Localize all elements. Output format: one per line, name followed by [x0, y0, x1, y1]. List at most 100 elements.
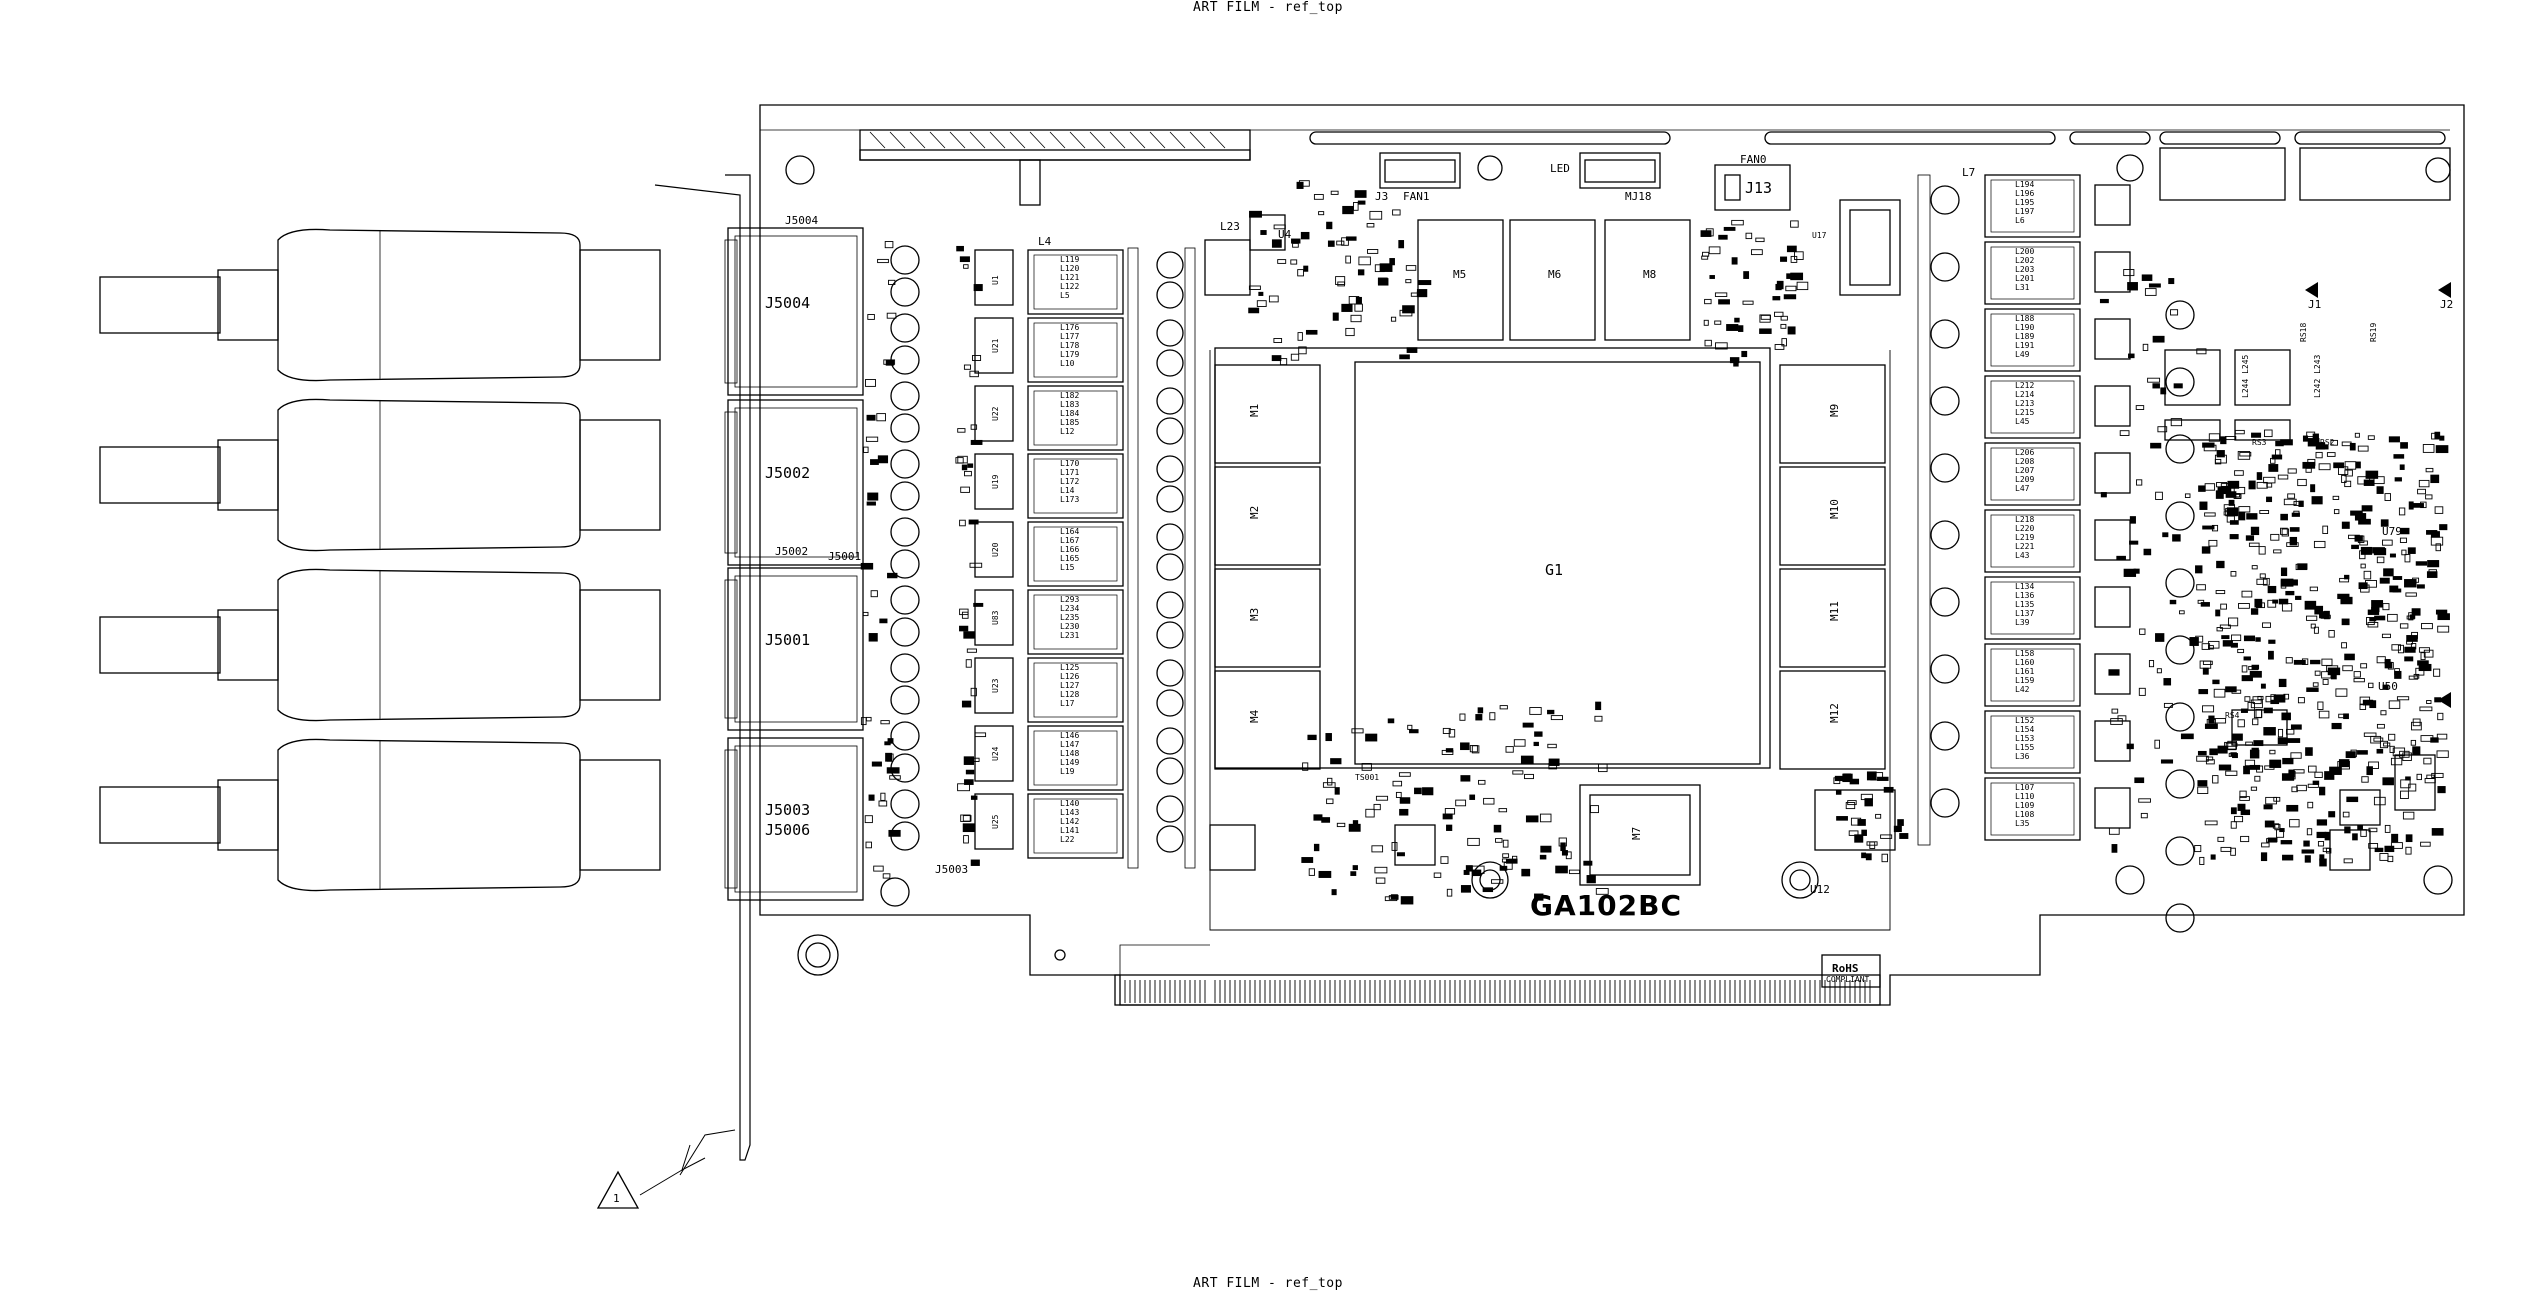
smd-component: [2329, 766, 2342, 775]
smd-component: [2355, 461, 2361, 469]
nvlink-connector: [859, 129, 1251, 161]
smd-component: [1392, 209, 1401, 216]
capacitor: [890, 313, 920, 343]
mounting-hole: [2425, 157, 2451, 183]
smd-component: [2330, 439, 2338, 446]
smd-component: [2215, 590, 2226, 595]
smd-component: [1302, 762, 1309, 771]
smd-component: [1512, 855, 1518, 860]
smd-component: [2384, 493, 2391, 501]
smd-component: [1512, 770, 1524, 775]
label-rs2: RS2: [2320, 438, 2335, 447]
smd-component: [2344, 574, 2350, 580]
smd-component: [1414, 787, 1422, 795]
smd-component: [968, 519, 979, 525]
regulator-label: U21: [991, 338, 1000, 353]
smd-component: [2306, 615, 2318, 621]
smd-component: [2349, 442, 2356, 451]
smd-component: [2307, 801, 2314, 809]
smd-component: [2108, 669, 2120, 676]
smd-component: [2141, 274, 2153, 281]
smd-component: [886, 312, 897, 319]
mosfet: [2094, 720, 2131, 762]
smd-component: [2282, 854, 2294, 861]
smd-component: [1522, 722, 1534, 728]
inductor-label: L149: [1060, 758, 1079, 767]
smd-component: [1409, 729, 1419, 734]
smd-component: [2431, 772, 2444, 778]
smd-component: [2215, 609, 2221, 617]
smd-component: [2310, 484, 2316, 493]
capacitor: [1156, 757, 1184, 785]
smd-component: [2223, 504, 2236, 511]
smd-component: [2199, 856, 2205, 865]
smd-component: [2368, 761, 2379, 769]
smd-component: [2328, 811, 2336, 818]
inductor-label: L152: [2015, 716, 2034, 725]
inductor-label: L110: [2015, 792, 2034, 801]
smd-component: [2248, 665, 2259, 671]
smd-component: [2382, 777, 2394, 786]
memory-module: [1214, 670, 1321, 770]
smd-component: [2111, 708, 2119, 714]
smd-component: [2225, 507, 2238, 517]
smd-component: [2251, 432, 2262, 438]
smd-component: [2134, 777, 2145, 784]
smd-component: [1703, 319, 1709, 326]
smd-component: [2222, 640, 2233, 647]
smd-component: [2226, 507, 2239, 516]
cable-plug: [99, 228, 661, 382]
smd-component: [2254, 598, 2263, 608]
smd-component: [2262, 577, 2270, 586]
smd-component: [2256, 472, 2263, 480]
smd-component: [2286, 542, 2299, 547]
smd-component: [2437, 786, 2446, 794]
inductor-label: L213: [2015, 399, 2034, 408]
smd-component: [2214, 454, 2227, 464]
smd-component: [2239, 451, 2252, 457]
regulator: [974, 657, 1014, 714]
smd-component: [2416, 773, 2422, 781]
inductor: [1027, 725, 1124, 791]
smd-component: [1498, 808, 1508, 813]
smd-component: [2268, 639, 2276, 644]
smd-component: [2412, 746, 2421, 756]
smd-component: [2196, 755, 2209, 762]
smd-component: [2230, 807, 2237, 815]
smd-component: [1794, 251, 1804, 260]
smd-component: [2434, 431, 2441, 439]
smd-component: [2383, 568, 2394, 577]
smd-component: [2280, 840, 2293, 845]
port-label-j5001: J5001: [765, 631, 810, 649]
capacitor: [890, 381, 920, 411]
smd-component: [2341, 618, 2350, 626]
smd-component: [2267, 585, 2277, 594]
smd-component: [2199, 501, 2208, 510]
smd-component: [1708, 246, 1721, 255]
smd-component: [1371, 845, 1384, 853]
smd-component: [1477, 707, 1484, 714]
smd-component: [1330, 758, 1342, 765]
smd-component: [2325, 847, 2332, 854]
io-bracket: [654, 174, 751, 1161]
memory-label: M8: [1643, 268, 1656, 281]
inductor-label: L160: [2015, 658, 2034, 667]
smd-component: [2289, 536, 2298, 546]
smd-component: [2384, 661, 2393, 669]
memory-label: M10: [1828, 499, 1841, 519]
smd-component: [1733, 357, 1739, 367]
capacitor: [1156, 689, 1184, 717]
inductor-label: L234: [1060, 604, 1079, 613]
smd-component: [2268, 464, 2279, 472]
smd-component: [961, 700, 972, 708]
smd-component: [2406, 635, 2418, 642]
memory-module: [1214, 466, 1321, 566]
smd-component: [1467, 837, 1480, 846]
label-u50: U50: [2378, 680, 2398, 693]
smd-component: [868, 794, 875, 801]
smd-component: [1714, 320, 1722, 325]
smd-component: [2283, 498, 2297, 506]
label-l23: L23: [1220, 220, 1240, 233]
smd-component: [1248, 307, 1260, 314]
smd-component: [2321, 658, 2333, 666]
